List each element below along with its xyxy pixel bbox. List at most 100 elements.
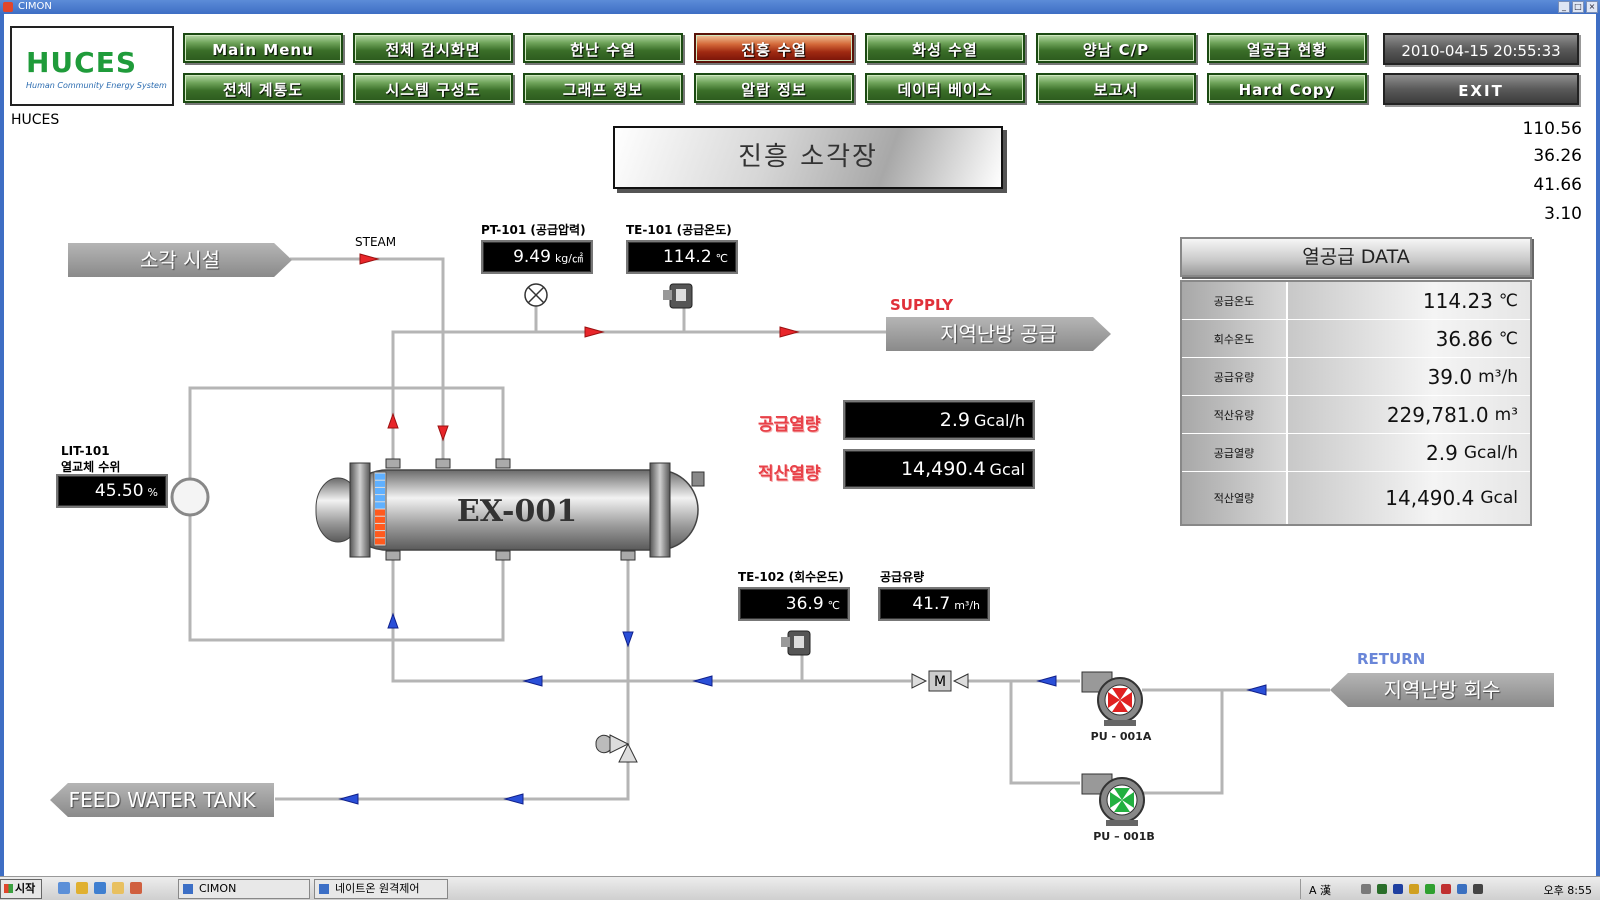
exit-button[interactable]: EXIT [1383, 73, 1579, 105]
row-unit: ℃ [1498, 328, 1518, 349]
nav-configuration-button[interactable]: 시스템 구성도 [353, 73, 513, 103]
row-value: 14,490.4 [1385, 486, 1475, 510]
nav-heat-status-button[interactable]: 열공급 현황 [1207, 33, 1367, 63]
motor-label: M [934, 674, 946, 690]
flow-unit: m³/h [954, 599, 980, 612]
total-heat-value: 14,490.4 [900, 458, 986, 480]
level-segment [375, 502, 385, 509]
steam-label: STEAM [355, 235, 397, 249]
huces-logo: HUCES Human Community Energy System [10, 26, 174, 106]
incinerator-tag: 소각 시설 [68, 243, 292, 277]
row-key: 공급열량 [1182, 434, 1288, 471]
level-segment [375, 531, 385, 538]
lit101-value: 45.50 [94, 481, 144, 501]
pencil-icon[interactable] [76, 882, 88, 894]
nav-database-button[interactable]: 데이터 베이스 [865, 73, 1025, 103]
tray-icon[interactable] [1425, 884, 1435, 894]
return-label: RETURN [1357, 650, 1426, 668]
exchanger-level-bar [373, 471, 387, 547]
flow-value: 41.7 [912, 594, 951, 614]
exchanger-label: EX-001 [457, 494, 577, 529]
lit101-label: LIT-101 [61, 444, 110, 458]
level-segment [375, 523, 385, 531]
pump-b-label: PU – 001B [1093, 830, 1155, 843]
te102-value: 36.9 [785, 594, 824, 614]
nav-jinheung-button[interactable]: 진흥 수열 [694, 33, 854, 63]
supply-heat-value: 2.9 [939, 409, 971, 431]
ime-indicator[interactable]: A 漢 [1309, 884, 1332, 897]
taskbar-task-remote[interactable]: 네이트온 원격제어 [314, 879, 448, 899]
tray-icon[interactable] [1457, 884, 1467, 894]
district-heating-supply-tag: 지역난방 공급 [886, 317, 1111, 351]
close-icon[interactable]: × [1586, 1, 1598, 13]
tray-icon[interactable] [1393, 884, 1403, 894]
nav-main-menu-button[interactable]: Main Menu [183, 33, 343, 63]
tray-icon[interactable] [1377, 884, 1387, 894]
feed-water-tank-tag: FEED WATER TANK [50, 783, 274, 817]
tray-icon[interactable] [1441, 884, 1451, 894]
row-value: 36.86 [1435, 326, 1493, 351]
row-unit: m³ [1494, 404, 1518, 425]
row-unit: m³/h [1478, 366, 1518, 387]
app-shortcut-icon[interactable] [130, 882, 142, 894]
tray-icon[interactable] [1361, 884, 1371, 894]
folder-icon[interactable] [112, 882, 124, 894]
browser-icon[interactable] [94, 882, 106, 894]
pt101-value: 9.49 [513, 247, 551, 267]
window-controls: _ □ × [1558, 1, 1598, 13]
row-key: 공급유량 [1182, 358, 1288, 395]
nav-alarm-button[interactable]: 알람 정보 [694, 73, 854, 103]
flow-label: 공급유량 [880, 570, 925, 584]
row-key: 적산열량 [1182, 472, 1288, 524]
data-panel-title: 열공급 DATA [1180, 237, 1532, 277]
taskbar-task-cimon[interactable]: CIMON [178, 879, 310, 899]
row-value-cell: 114.23℃ [1288, 282, 1530, 319]
nav-overview-button[interactable]: 전체 감시화면 [353, 33, 513, 63]
te101-value: 114.2 [662, 247, 712, 267]
app-icon [3, 2, 13, 12]
pt101-unit: kg/㎠ [554, 252, 583, 265]
total-heat-label: 적산열량 [758, 464, 821, 484]
temperature-sensor-icon [781, 630, 811, 656]
pump-b-icon [1081, 773, 1145, 826]
ie-icon[interactable] [58, 882, 70, 894]
nav-graph-button[interactable]: 그래프 정보 [523, 73, 683, 103]
te102-label: TE-102 (회수온도) [738, 570, 844, 584]
maximize-icon[interactable]: □ [1572, 1, 1584, 13]
control-valve-icon [595, 734, 638, 763]
row-value: 114.23 [1422, 288, 1493, 313]
nav-hannan-button[interactable]: 한난 수열 [523, 33, 683, 63]
row-key: 공급온도 [1182, 282, 1288, 319]
tray-icon[interactable] [1409, 884, 1419, 894]
te102-display: 36.9℃ [738, 587, 850, 621]
pressure-gauge-icon [524, 283, 548, 307]
level-indicator-icon [170, 477, 210, 517]
taskbar-clock: 오후 8:55 [1543, 884, 1592, 897]
nav-hwaseong-button[interactable]: 화성 수열 [865, 33, 1025, 63]
row-value-cell: 36.86℃ [1288, 320, 1530, 357]
tray-icon[interactable] [1473, 884, 1483, 894]
window-title: CIMON [18, 1, 52, 12]
pipes [188, 257, 1330, 801]
nav-yangnam-button[interactable]: 양남 C/P [1036, 33, 1196, 63]
right-value: 36.26 [1533, 146, 1582, 166]
minimize-icon[interactable]: _ [1558, 1, 1570, 13]
row-key: 회수온도 [1182, 320, 1288, 357]
nav-report-button[interactable]: 보고서 [1036, 73, 1196, 103]
supply-arrows [359, 253, 800, 442]
start-button[interactable]: 시작 [0, 879, 42, 899]
nav-system-diagram-button[interactable]: 전체 계통도 [183, 73, 343, 103]
nav-hard-copy-button[interactable]: Hard Copy [1207, 73, 1367, 103]
level-segment [375, 480, 385, 487]
right-value: 110.56 [1522, 119, 1582, 139]
temperature-sensor-icon [663, 283, 693, 309]
